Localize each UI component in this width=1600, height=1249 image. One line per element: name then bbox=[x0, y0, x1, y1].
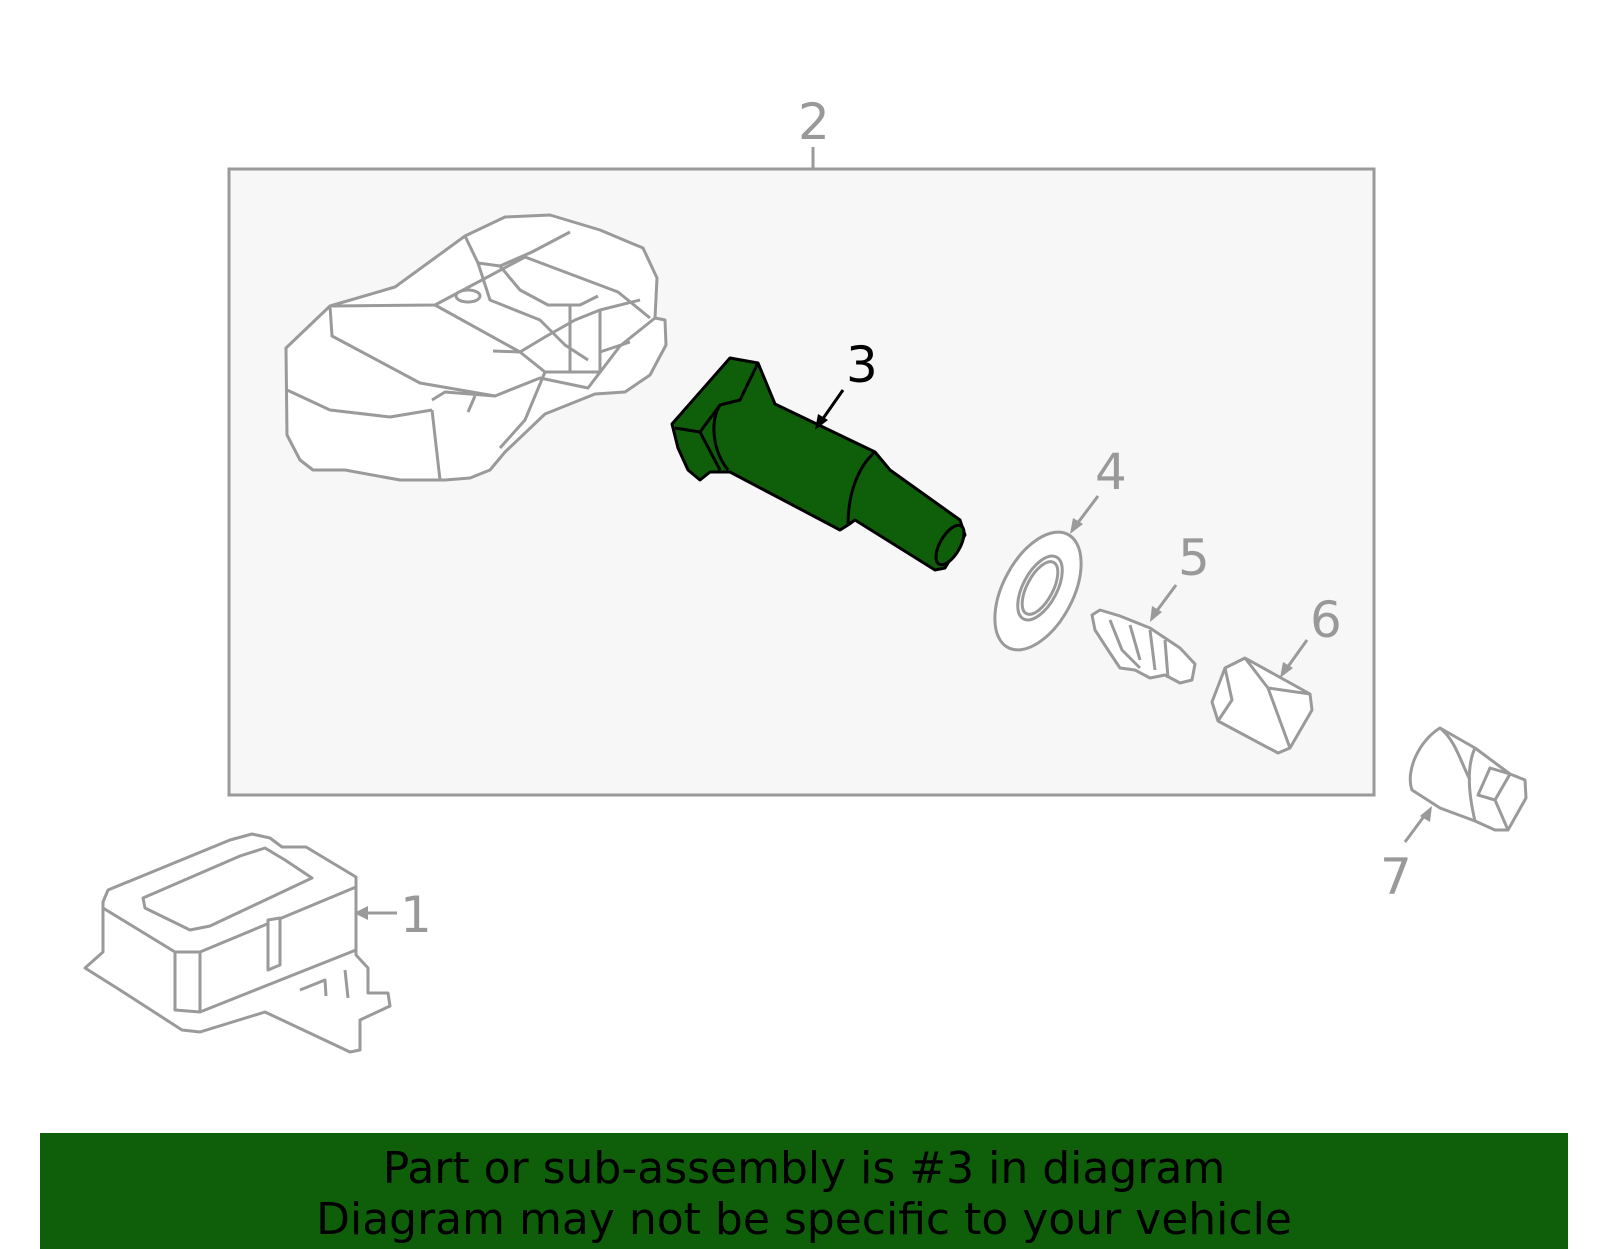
tpms-sensor-body bbox=[284, 213, 668, 482]
part-label-1: 1 bbox=[400, 886, 432, 944]
part-label-4: 4 bbox=[1095, 443, 1127, 501]
label-3-arrow bbox=[820, 389, 845, 421]
label-5-arrow bbox=[1154, 584, 1178, 613]
label-4-arrow bbox=[1075, 495, 1100, 525]
banner-line-1: Part or sub-assembly is #3 in diagram bbox=[382, 1143, 1226, 1194]
nut-part-7 bbox=[1408, 726, 1528, 832]
label-3-arrowhead bbox=[815, 414, 828, 430]
valve-cap-part-6 bbox=[1210, 656, 1314, 755]
valve-stem-part-3 bbox=[670, 356, 967, 572]
part-label-5: 5 bbox=[1178, 529, 1210, 587]
tpms-module-part-1 bbox=[83, 832, 392, 1054]
label-7-arrowhead bbox=[1420, 806, 1432, 822]
part-label-7: 7 bbox=[1380, 848, 1412, 906]
part-label-3: 3 bbox=[846, 336, 878, 394]
label-5-arrowhead bbox=[1150, 606, 1162, 622]
banner-line-2: Diagram may not be specific to your vehi… bbox=[316, 1194, 1292, 1245]
label-1-arrowhead bbox=[354, 906, 368, 920]
label-7-arrow bbox=[1403, 814, 1427, 843]
valve-core-part-5 bbox=[1090, 608, 1197, 685]
label-6-arrow bbox=[1285, 639, 1309, 669]
part-label-6: 6 bbox=[1310, 591, 1342, 649]
label-6-arrowhead bbox=[1280, 662, 1293, 678]
label-4-arrowhead bbox=[1070, 518, 1083, 534]
washer-part-4 bbox=[993, 530, 1083, 652]
part-label-2: 2 bbox=[798, 93, 830, 151]
info-banner: Part or sub-assembly is #3 in diagram Di… bbox=[40, 1133, 1568, 1249]
